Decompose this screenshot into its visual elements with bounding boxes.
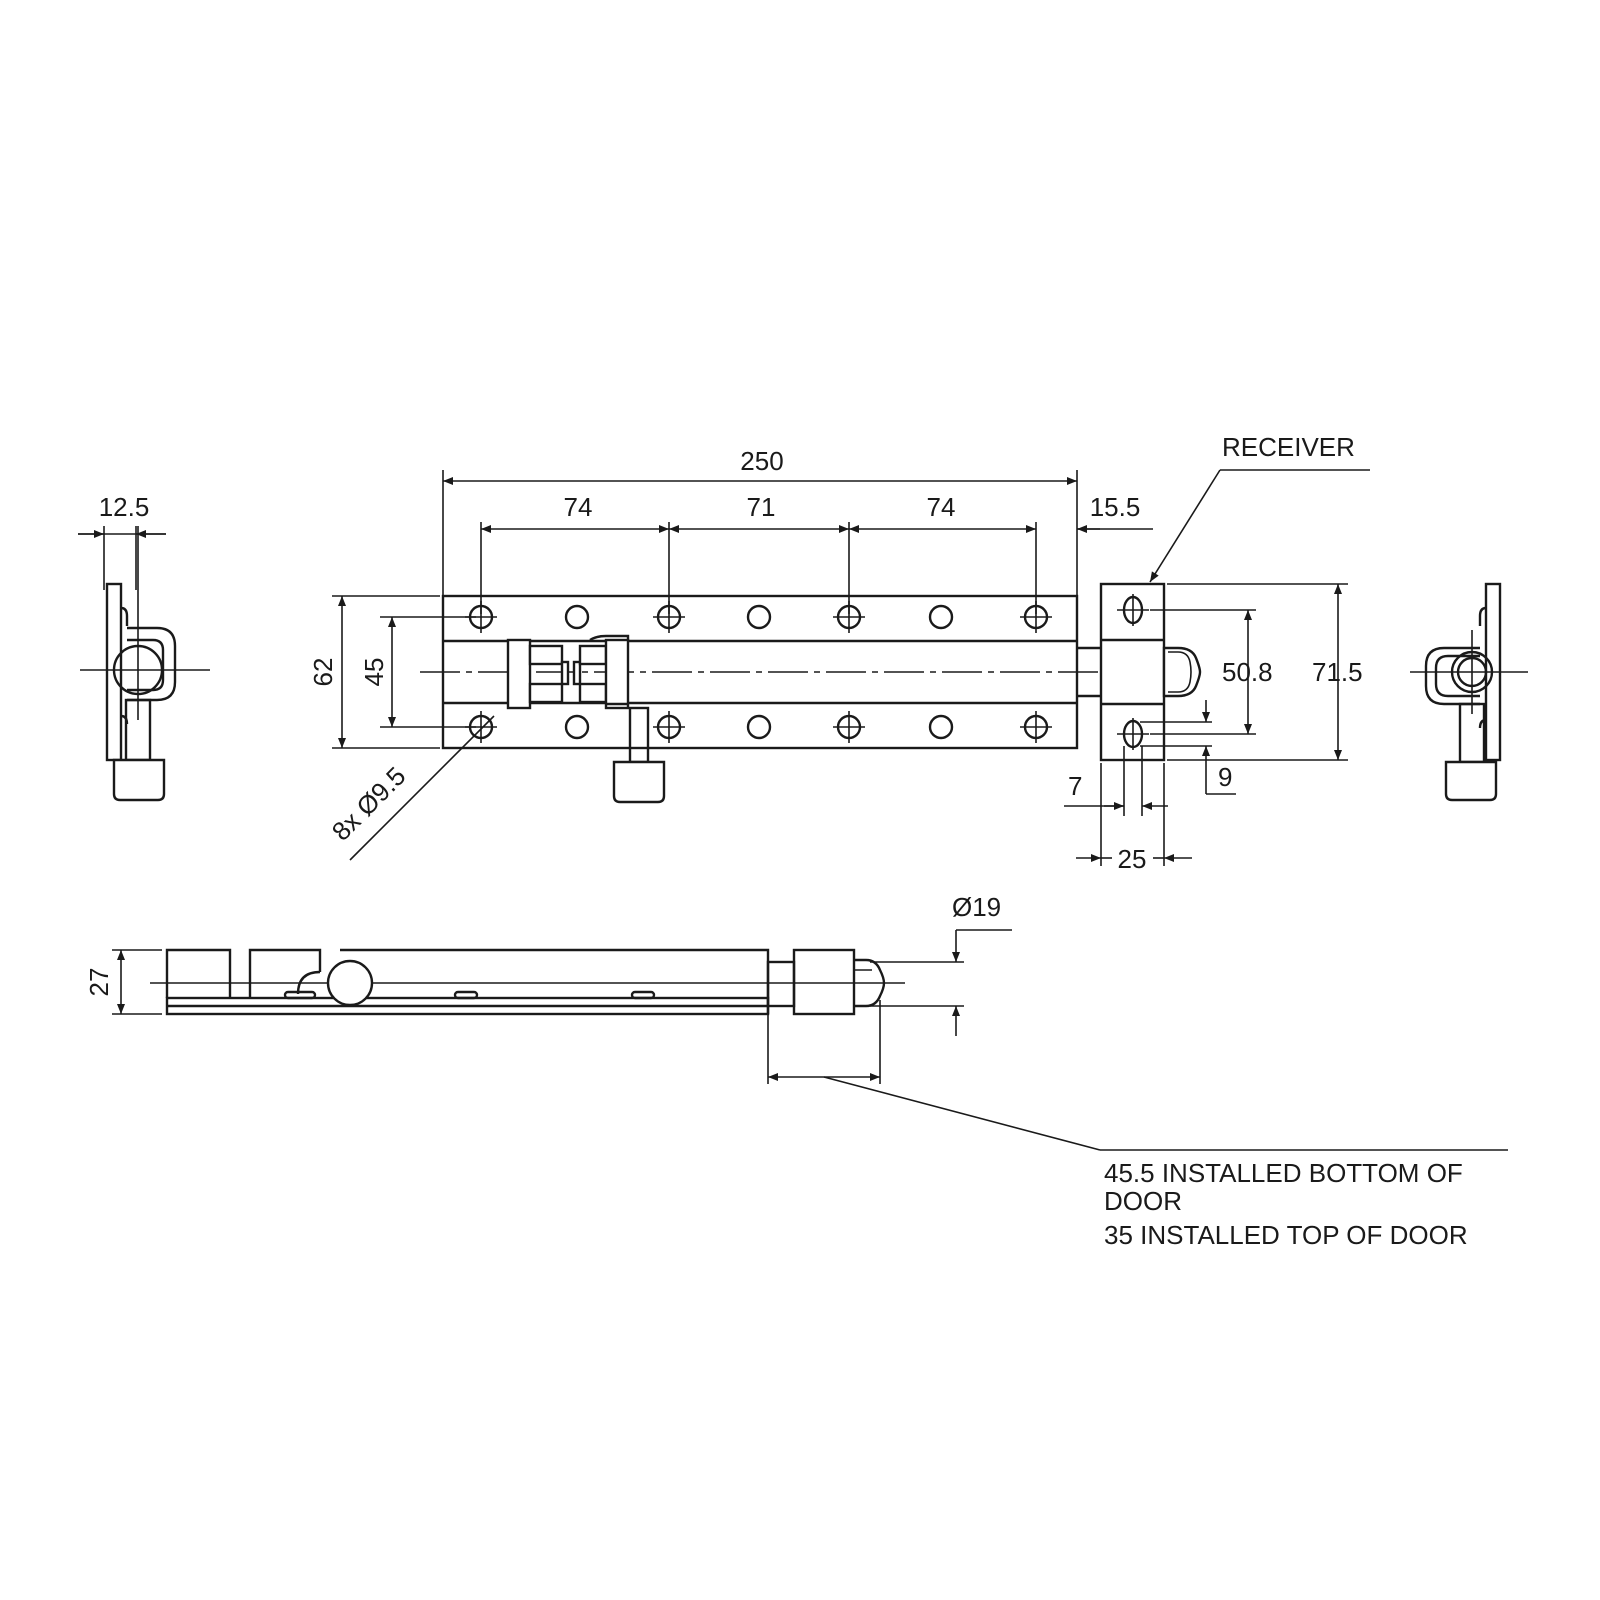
receiver-hole-spacing: 50.8 xyxy=(1222,657,1273,687)
bolt-diameter-dimension: Ø19 xyxy=(952,892,1001,922)
right-end-view xyxy=(1410,582,1528,802)
plain-hole xyxy=(564,604,590,630)
receiver-front: RECEIVER 50.8 71.5 9 7 xyxy=(1064,432,1370,874)
bolt-knob xyxy=(612,760,666,804)
end-offset-dimension: 12.5 xyxy=(99,492,150,522)
receiver-width: 25 xyxy=(1118,844,1147,874)
plain-hole xyxy=(928,604,954,630)
side-receiver xyxy=(792,948,856,1016)
mounting-holes xyxy=(465,601,1052,743)
side-view: 27 Ø19 xyxy=(84,892,1508,1151)
plate-height-dimension: 62 xyxy=(308,658,338,687)
hole-spacing-3: 74 xyxy=(927,492,956,522)
overall-length-dimension: 250 xyxy=(740,446,783,476)
installation-notes: 45.5 INSTALLED BOTTOM OF DOOR 35 INSTALL… xyxy=(1104,1158,1468,1250)
plain-hole xyxy=(746,604,772,630)
side-knob xyxy=(326,959,374,1007)
receiver-label: RECEIVER xyxy=(1222,432,1355,462)
receiver-hole-offset-x: 7 xyxy=(1068,771,1082,801)
plain-hole xyxy=(564,714,590,740)
note-line-2: DOOR xyxy=(1104,1186,1182,1216)
thickness-dimension: 27 xyxy=(84,968,114,997)
bolt-slider xyxy=(506,634,666,804)
note-line-1: 45.5 INSTALLED BOTTOM OF xyxy=(1104,1158,1463,1188)
hole-spacing-1: 74 xyxy=(564,492,593,522)
left-end-view: 12.5 xyxy=(78,492,210,802)
front-view: 250 74 71 74 15.5 62 45 xyxy=(308,446,1153,861)
note-line-3: 35 INSTALLED TOP OF DOOR xyxy=(1104,1220,1468,1250)
receiver-hole-offset-y: 9 xyxy=(1218,762,1232,792)
hole-spacing-2: 71 xyxy=(747,492,776,522)
hole-vertical-dimension: 45 xyxy=(359,658,389,687)
plain-hole xyxy=(746,714,772,740)
receiver-gap-dimension: 15.5 xyxy=(1090,492,1141,522)
receiver-height: 71.5 xyxy=(1312,657,1363,687)
plain-hole xyxy=(928,714,954,740)
hole-callout: 8x Ø9.5 xyxy=(326,761,412,847)
